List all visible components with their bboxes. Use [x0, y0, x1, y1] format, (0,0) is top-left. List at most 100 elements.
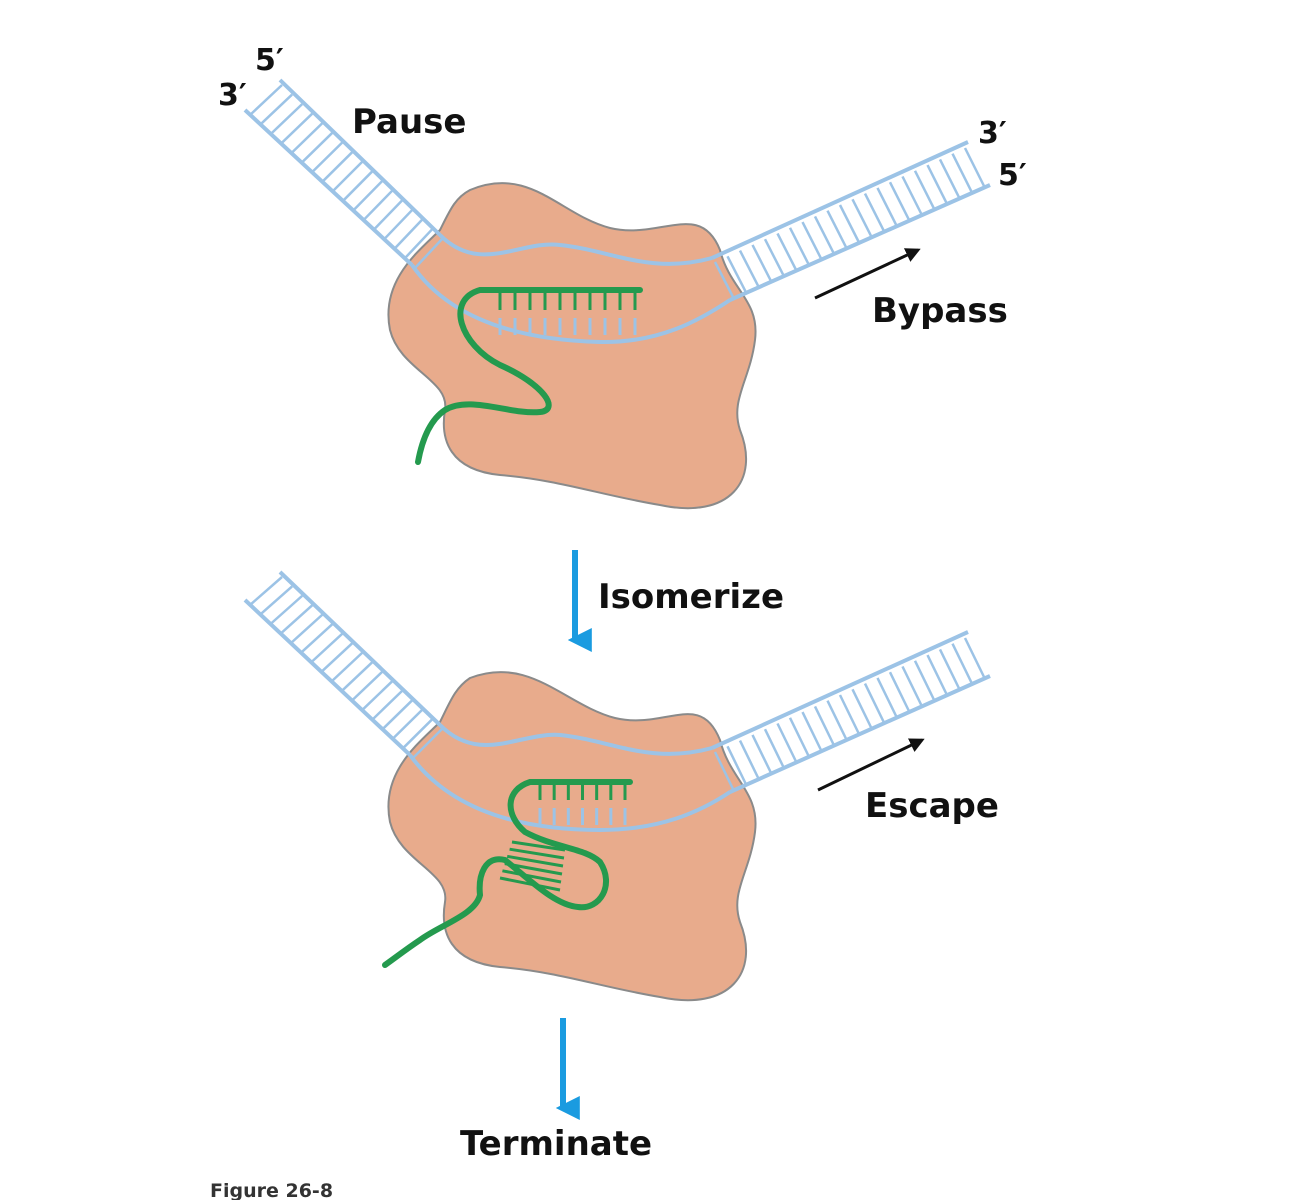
base-pair-rung [310, 632, 344, 664]
base-pair-rung [403, 227, 434, 260]
dna-duplex-downstream-bottom [711, 630, 991, 794]
base-pair-rung [412, 727, 444, 759]
base-pair-rung [788, 227, 810, 265]
base-pair-rung [926, 654, 949, 697]
base-pair-rung [269, 594, 303, 626]
base-pair-rung [351, 670, 384, 702]
base-pair-rung [300, 131, 334, 164]
rna-dna-hybrid-top [498, 290, 637, 335]
base-pair-rung [372, 198, 404, 231]
base-pair-rung [331, 160, 364, 193]
base-pair-rung [352, 179, 384, 212]
base-pair-rung [938, 158, 961, 200]
base-pair-rung [738, 250, 760, 287]
label-top-right-3prime: 3′ [978, 116, 1007, 151]
label-bypass: Bypass [872, 291, 1008, 331]
base-pair-rung [321, 151, 354, 183]
base-pair-rung [393, 218, 424, 250]
base-pair-rung [310, 141, 344, 174]
hairpin-base-pair [499, 876, 561, 892]
dna-nontemplate-strand-bottom [438, 723, 713, 756]
rna-transcript-top [415, 287, 643, 465]
base-pair-rung [926, 164, 949, 205]
base-pair-rung [963, 147, 987, 189]
base-pair-rung [776, 722, 798, 763]
base-pair-rung [751, 244, 772, 282]
base-pair-rung [414, 237, 444, 269]
dna-template-strand-bottom [408, 753, 732, 833]
base-pair-rung [763, 728, 785, 768]
base-pair-rung [876, 677, 898, 719]
dna-duplex-upstream-top [243, 78, 444, 269]
base-pair-rung [371, 689, 404, 721]
base-pair-rung [713, 751, 735, 790]
label-top-right-5prime: 5′ [998, 158, 1027, 193]
base-pair-rung [901, 665, 924, 708]
base-pair-rung [951, 153, 974, 195]
base-pair-rung [813, 215, 835, 254]
base-pair-rung [383, 208, 414, 241]
base-pair-rung [763, 238, 785, 276]
base-pair-rung [951, 643, 974, 686]
base-pair-rung [851, 198, 873, 238]
base-pair-rung [340, 661, 374, 692]
base-pair-rung [851, 688, 873, 730]
escape-arrow [817, 738, 925, 792]
base-pair-rung [863, 193, 886, 233]
hairpin-base-pair [506, 854, 564, 868]
base-pair-rung [280, 112, 314, 145]
hairpin-base-pair [511, 840, 566, 852]
base-pair-rung [259, 93, 293, 126]
base-pair-rung [726, 255, 747, 293]
base-pair-rung [269, 103, 303, 136]
base-pair-rung [813, 705, 835, 746]
dna-duplex-upstream-bottom [243, 570, 444, 759]
base-pair-rung [826, 210, 848, 249]
dna-duplex-downstream-top [711, 140, 991, 302]
figure-caption: Figure 26-8 [210, 1180, 333, 1200]
base-pair-rung [401, 717, 434, 750]
hairpin-base-pair [502, 869, 562, 884]
base-pair-rung [938, 648, 961, 691]
base-pair-rung [289, 613, 324, 645]
rna-polymerase-blob-bottom [387, 671, 757, 1002]
label-pause: Pause [352, 102, 466, 142]
base-pair-rung [738, 740, 760, 779]
base-pair-rung [963, 637, 987, 680]
base-pair-rung [726, 745, 747, 785]
base-pair-rung [801, 711, 823, 752]
base-pair-rung [362, 189, 394, 222]
base-pair-rung [801, 221, 823, 260]
base-pair-rung [279, 604, 314, 635]
hairpin-base-pair [509, 847, 565, 860]
base-pair-rung [838, 694, 861, 735]
base-pair-rung [290, 122, 324, 155]
hairpin-state-panel [243, 570, 991, 1002]
hairpin-base-pair [504, 862, 563, 876]
base-pair-rung [249, 576, 283, 606]
base-pair-rung [341, 170, 374, 202]
label-terminate: Terminate [460, 1124, 652, 1164]
base-pair-rung [788, 717, 810, 757]
base-pair-rung [888, 671, 911, 713]
rna-polymerase-blob-top [387, 182, 757, 510]
label-top-left-3prime: 3′ [218, 78, 247, 113]
base-pair-rung [713, 261, 735, 298]
base-pair-rung [901, 175, 924, 216]
label-isomerize: Isomerize [598, 577, 784, 617]
base-pair-rung [863, 683, 886, 724]
base-pair-rung [913, 660, 936, 702]
base-pair-rung [751, 734, 772, 774]
dna-nontemplate-strand-top [438, 233, 713, 266]
rna-transcript-hairpin-bottom [382, 779, 633, 968]
base-pair-rung [249, 84, 283, 116]
base-pair-rung [300, 623, 334, 654]
base-pair-rung [361, 679, 394, 712]
base-pair-rung [838, 204, 861, 244]
base-pair-rung [826, 700, 848, 741]
base-pair-rung [391, 708, 424, 740]
rna-dna-hybrid-bottom [538, 782, 627, 825]
dna-template-strand-top [410, 263, 732, 345]
base-pair-rung [876, 187, 898, 227]
